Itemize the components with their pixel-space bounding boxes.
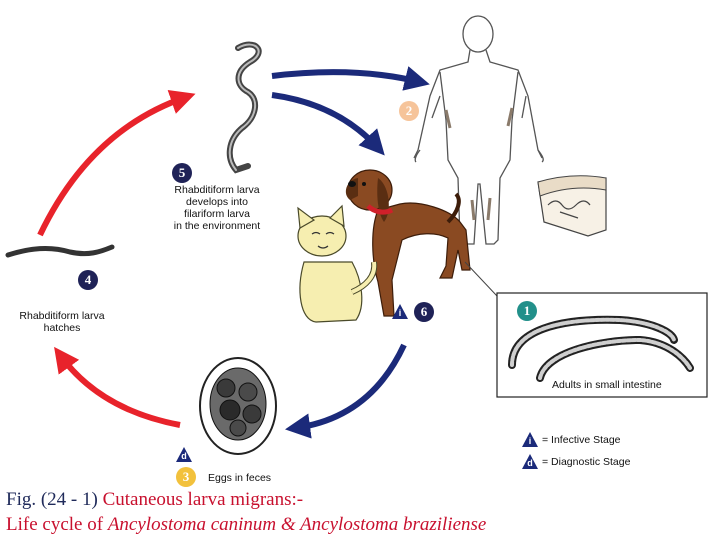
egg-illustration	[199, 357, 277, 455]
legend-diagnostic: d = Diagnostic Stage	[522, 454, 630, 469]
caption-prefix: Fig. (24 - 1)	[6, 489, 103, 510]
diagnostic-icon: d	[522, 454, 538, 469]
stage-4-label: Rhabditiform larva hatches	[19, 310, 105, 334]
stage-6-badge: 6	[414, 302, 434, 322]
diagnostic-marker-3: d	[176, 447, 192, 462]
rhabditiform-larva-illustration	[5, 244, 115, 258]
arrow-dog-to-eggs	[285, 343, 407, 439]
figure-caption-line1: Fig. (24 - 1) Cutaneous larva migrans:-	[6, 489, 303, 511]
stage-1-label: Adults in small intestine	[552, 379, 662, 391]
stage-5-badge: 5	[172, 163, 192, 183]
arrow-to-human	[271, 66, 430, 91]
arrow-larva-to-filariform	[37, 90, 196, 237]
stage-3-label: Eggs in feces	[208, 472, 272, 484]
stage-4-badge: 4	[78, 270, 98, 290]
legend-infective: i = Infective Stage	[522, 432, 621, 447]
arrow-eggs-to-larva	[54, 346, 181, 428]
infective-icon: i	[522, 432, 538, 447]
legend-diagnostic-label: = Diagnostic Stage	[542, 455, 631, 468]
stage-1-badge: 1	[517, 301, 537, 321]
adult-worms-illustration	[508, 315, 694, 382]
infective-marker-6: i	[392, 304, 408, 319]
figure-caption-line2: Life cycle of Ancylostoma caninum & Ancy…	[6, 514, 486, 536]
skin-section-illustration	[537, 175, 607, 237]
arrow-to-dog	[271, 92, 385, 156]
caption-title: Cutaneous larva migrans:-	[102, 489, 304, 510]
stage-3-badge: 3	[176, 467, 196, 487]
caption-line2-plain: Life cycle of	[6, 514, 108, 535]
larva-tracks	[444, 107, 514, 221]
dog-illustration	[345, 169, 471, 317]
legend-infective-label: = Infective Stage	[542, 433, 621, 446]
connector-line	[464, 261, 498, 297]
cat-illustration	[297, 204, 378, 323]
stage-5-label: Rhabditiform larva develops into filarif…	[173, 184, 261, 232]
stage-2-badge: 2	[399, 101, 419, 121]
caption-species: Ancylostoma caninum & Ancylostoma brazil…	[107, 514, 487, 535]
